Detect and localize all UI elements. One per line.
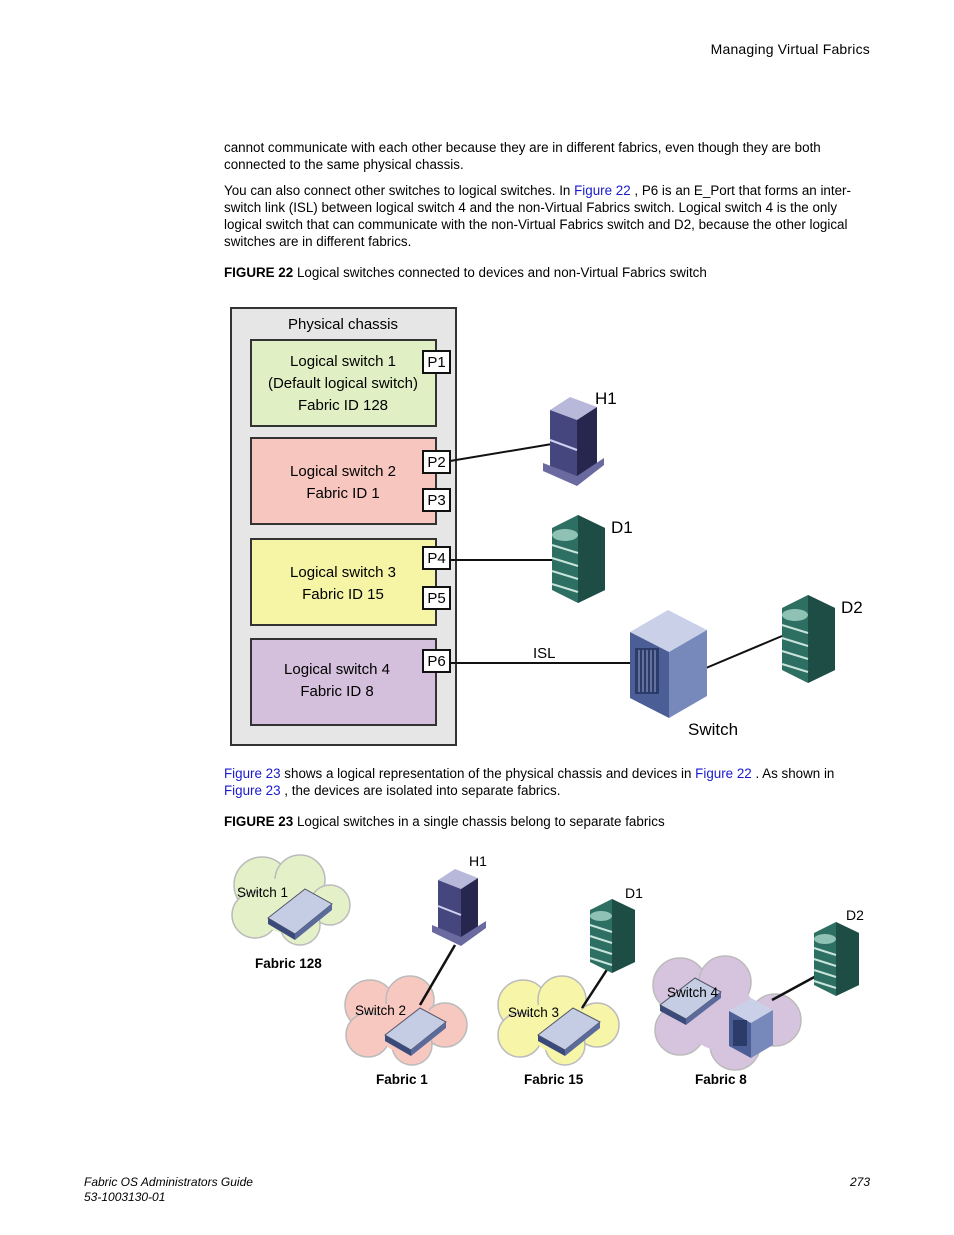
paragraph-1: cannot communicate with each other becau… xyxy=(224,140,821,172)
port-p5: P5 xyxy=(422,586,451,610)
logical-switch-2-fabric-id: Fabric ID 1 xyxy=(306,485,379,502)
h1-host-icon xyxy=(543,397,604,486)
port-p4-label: P4 xyxy=(427,550,445,567)
h1-host-icon-fig23 xyxy=(432,869,486,946)
logical-switch-3-name: Logical switch 3 xyxy=(290,564,396,581)
logical-switch-1-name: Logical switch 1 xyxy=(290,353,396,370)
d2-fabric-8-link xyxy=(771,973,819,1002)
figure-23-label: FIGURE 23 xyxy=(224,814,294,829)
switch-3-label: Switch 3 xyxy=(508,1005,559,1020)
logical-switch-4-name: Logical switch 4 xyxy=(284,661,390,678)
footer-doc-title: Fabric OS Administrators Guide xyxy=(84,1175,253,1189)
figure-22-link[interactable]: Figure 22 xyxy=(574,183,631,198)
paragraph-3: Figure 23 shows a logical representation… xyxy=(224,765,874,799)
port-p4: P4 xyxy=(422,546,451,570)
non-vf-switch-icon xyxy=(630,610,707,718)
d1-label: D1 xyxy=(611,518,633,537)
port-p3-label: P3 xyxy=(427,492,445,509)
h1-fabric-1-link xyxy=(418,944,457,1006)
chassis-title: Physical chassis xyxy=(288,316,398,333)
switch-3-icon xyxy=(537,1007,601,1056)
figure-23-caption: FIGURE 23 Logical switches in a single c… xyxy=(224,814,665,829)
d2-label: D2 xyxy=(841,598,863,617)
port-p2: P2 xyxy=(422,450,451,474)
isl-label: ISL xyxy=(533,645,556,662)
footer-doc-number: 53-1003130-01 xyxy=(84,1190,166,1204)
page-number: 273 xyxy=(849,1175,870,1189)
paragraph-3-text-1: shows a logical representation of the ph… xyxy=(280,766,696,781)
port-p2-label: P2 xyxy=(427,454,445,471)
fabric-1-label: Fabric 1 xyxy=(376,1072,428,1087)
logical-switch-2-name: Logical switch 2 xyxy=(290,463,396,480)
switch-2-icon xyxy=(384,1007,447,1056)
d1-label-fig23: D1 xyxy=(625,885,643,901)
switch-1-label: Switch 1 xyxy=(237,885,288,900)
switch-d2-link xyxy=(705,635,783,669)
paragraph-3-text-3: , the devices are isolated into separate… xyxy=(280,783,561,798)
h1-label-fig23: H1 xyxy=(469,853,487,869)
switch-2-label: Switch 2 xyxy=(355,1003,406,1018)
paragraph-3-text-2: . As shown in xyxy=(751,766,835,781)
figure-22-label: FIGURE 22 xyxy=(224,265,294,280)
figure-22-caption: FIGURE 22 Logical switches connected to … xyxy=(224,265,707,280)
figure-23-diagram: Switch 1 Fabric 128 Switch 2 Fabric 1 Sw… xyxy=(231,853,864,1087)
running-header: Managing Virtual Fabrics xyxy=(710,41,870,57)
paragraph-2-text-rest: , P6 is an E_Port that forms an inter-sw… xyxy=(224,183,851,249)
switch-label: Switch xyxy=(688,720,738,739)
figure-22-diagram: Physical chassis Logical switch 1 (Defau… xyxy=(230,307,863,746)
switch-4-label: Switch 4 xyxy=(667,985,719,1000)
figure-23-link-1[interactable]: Figure 23 xyxy=(224,766,281,781)
d1-storage-icon xyxy=(551,515,605,603)
logical-switch-4-box xyxy=(250,638,437,726)
logical-switch-3-box xyxy=(250,538,437,626)
port-p6: P6 xyxy=(422,649,451,673)
port-p6-label: P6 xyxy=(427,653,445,670)
footer-left: Fabric OS Administrators Guide 53-100313… xyxy=(84,1175,253,1205)
port-p1: P1 xyxy=(422,350,451,374)
d2-storage-icon xyxy=(781,595,835,683)
d1-storage-icon-fig23 xyxy=(589,899,635,973)
paragraph-2-text: You can also connect other switches to l… xyxy=(224,183,575,198)
d1-fabric-15-link xyxy=(580,964,612,1009)
logical-switch-1-box xyxy=(250,339,437,427)
h1-label: H1 xyxy=(595,389,617,408)
figure-22-caption-text: Logical switches connected to devices an… xyxy=(296,265,707,280)
fabric-8-chassis-icon xyxy=(729,998,773,1058)
port-p1-label: P1 xyxy=(427,354,445,371)
d2-label-fig23: D2 xyxy=(846,907,864,923)
logical-switch-3-fabric-id: Fabric ID 15 xyxy=(302,586,384,603)
d2-storage-icon-fig23 xyxy=(813,922,859,996)
switch-4-icon xyxy=(659,977,722,1025)
logical-switch-1-default: (Default logical switch) xyxy=(268,375,418,392)
logical-switch-1-fabric-id: Fabric ID 128 xyxy=(298,397,388,414)
fabric-15-label: Fabric 15 xyxy=(524,1072,584,1087)
figure-23-link-2[interactable]: Figure 23 xyxy=(224,783,281,798)
logical-switch-4-fabric-id: Fabric ID 8 xyxy=(300,683,373,700)
paragraph-2: You can also connect other switches to l… xyxy=(224,182,874,250)
port-p5-label: P5 xyxy=(427,590,445,607)
figure-23-caption-text: Logical switches in a single chassis bel… xyxy=(296,814,665,829)
fabric-128-label: Fabric 128 xyxy=(255,956,322,971)
figure-22-link-2[interactable]: Figure 22 xyxy=(695,766,752,781)
fabric-8-label: Fabric 8 xyxy=(695,1072,747,1087)
logical-switch-2-box xyxy=(250,437,437,525)
switch-1-icon xyxy=(267,888,333,940)
port-p3: P3 xyxy=(422,488,451,512)
p2-h1-link xyxy=(449,443,553,462)
